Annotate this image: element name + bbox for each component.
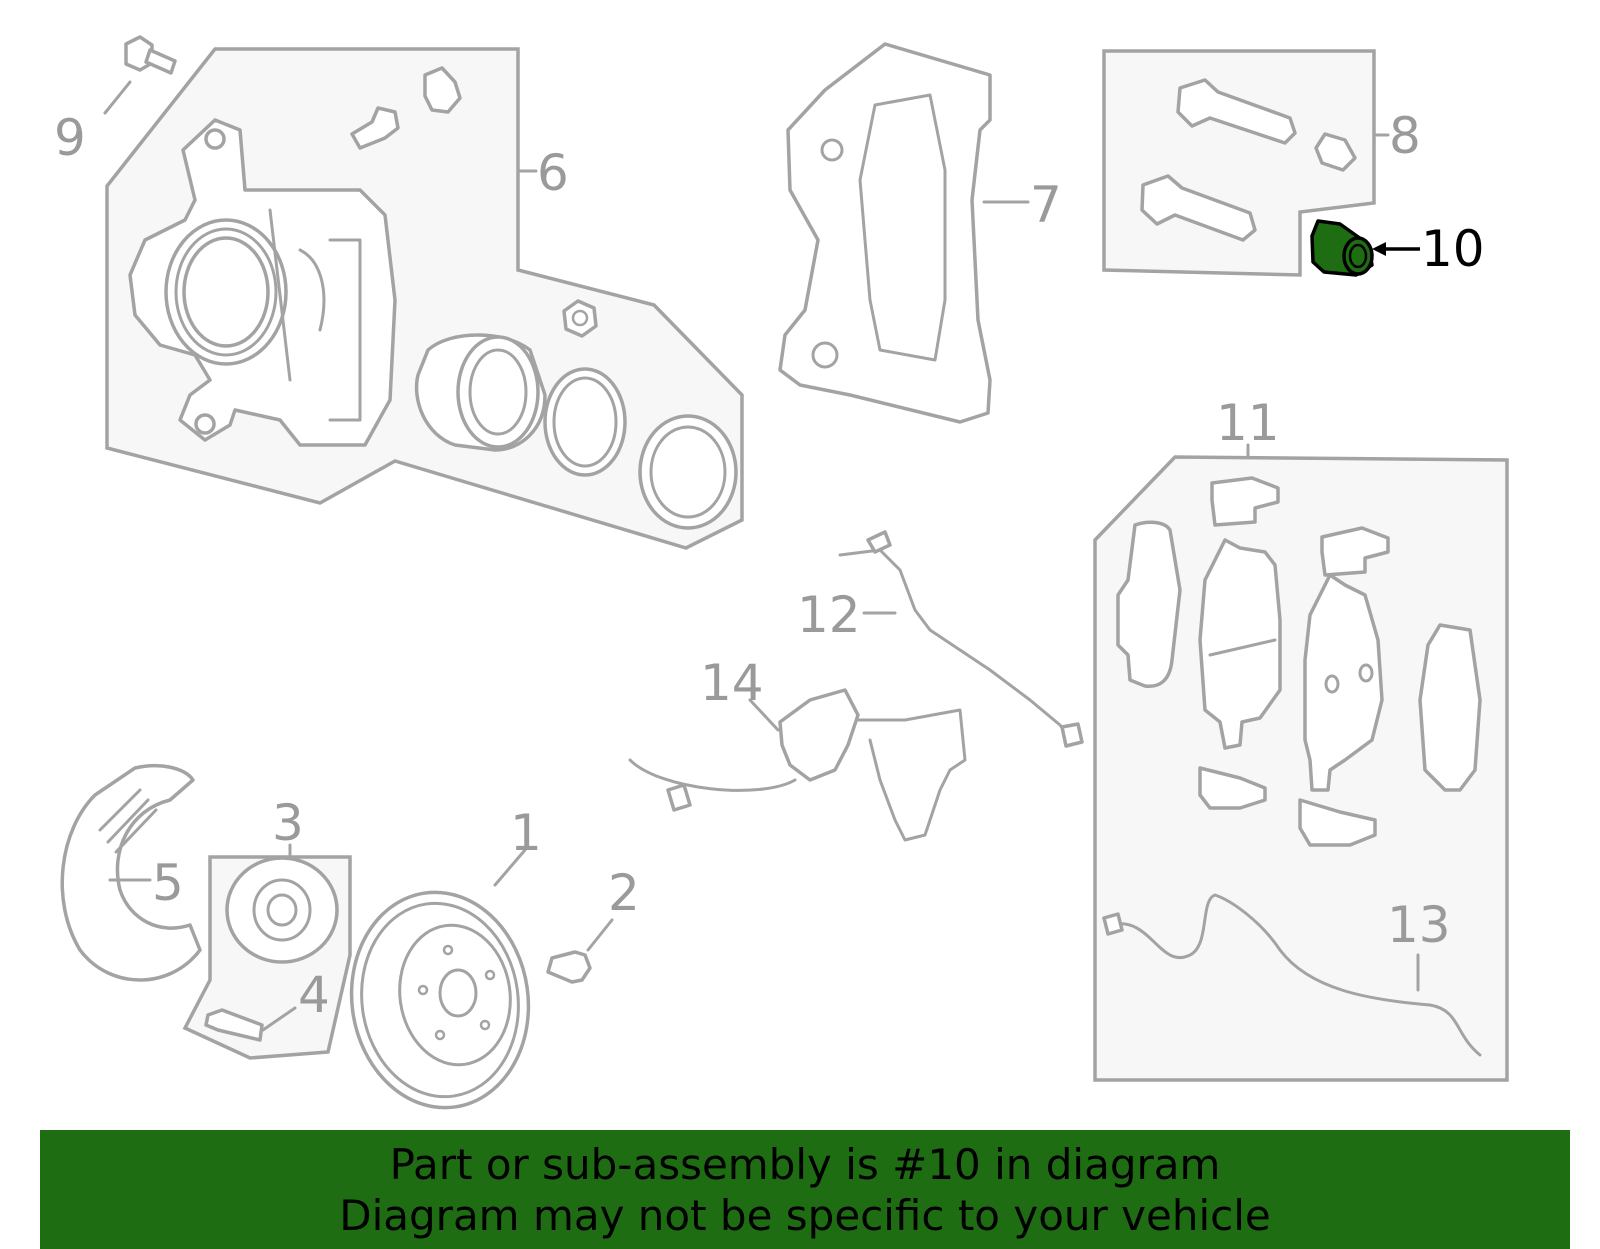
outer-brake-pad xyxy=(1303,573,1384,792)
callout-2: 2 xyxy=(608,864,640,922)
splash-shield-fins xyxy=(98,788,158,854)
caliper-nut-hole xyxy=(571,309,589,327)
rotor-friction-edge xyxy=(360,901,520,1099)
bracket-hole-1 xyxy=(820,138,844,162)
abutment-clip-3 xyxy=(1198,766,1267,810)
piston-boot xyxy=(638,414,738,530)
abs-sensor-14-connector xyxy=(666,783,692,812)
caliper-assembly-group-6: 6 xyxy=(105,47,744,550)
leader-2 xyxy=(586,918,614,952)
wear-sensor-12-clip xyxy=(866,530,892,554)
info-banner: Part or sub-assembly is #10 in diagram D… xyxy=(40,1130,1570,1249)
hub-flange xyxy=(225,856,339,964)
wheel-stud-4 xyxy=(204,1008,264,1042)
piston-seal xyxy=(543,367,627,477)
leader-10-arrow xyxy=(1372,242,1386,256)
caliper-bore-inner xyxy=(182,236,270,348)
abs-sensor-14: 14 xyxy=(628,654,967,842)
callout-12: 12 xyxy=(797,586,861,644)
wear-sensor-12: 12 xyxy=(797,530,1084,748)
bracket-7: 7 xyxy=(778,42,1062,424)
bolt-9: 9 xyxy=(54,35,177,167)
abutment-clip-2 xyxy=(1320,526,1390,577)
callout-4: 4 xyxy=(298,966,330,1024)
inner-pad-lining-line xyxy=(1208,638,1277,657)
pad-shim-right xyxy=(1418,623,1482,792)
guide-pin-2 xyxy=(1140,174,1257,242)
wear-sensor-13: 13 xyxy=(1102,893,1482,1057)
bushing-10-highlighted: 10 xyxy=(1310,219,1485,278)
leader-1 xyxy=(493,848,527,887)
caliper-mount-hole-top xyxy=(204,128,226,150)
hub-center xyxy=(252,878,312,942)
hub-bore xyxy=(266,893,298,927)
callout-14: 14 xyxy=(700,654,764,712)
hub-assembly-3: 3 4 xyxy=(182,794,352,1060)
piston-boot-inner xyxy=(649,425,727,519)
callout-13: 13 xyxy=(1387,896,1451,954)
bleeder-screw xyxy=(350,106,400,150)
screw-2: 2 xyxy=(546,864,640,984)
caliper-rib-3 xyxy=(268,208,292,382)
bracket-hole-2 xyxy=(811,341,839,369)
brake-pad-panel xyxy=(1093,455,1509,1082)
guide-pin-panel xyxy=(1102,49,1376,277)
info-banner-line-1: Part or sub-assembly is #10 in diagram xyxy=(389,1139,1221,1189)
abs-sensor-14-body xyxy=(778,688,860,782)
leader-9 xyxy=(103,80,132,115)
rotor-lug-hole-4 xyxy=(434,1029,446,1041)
caliper-rib-2 xyxy=(328,238,362,422)
callout-3: 3 xyxy=(272,794,304,852)
bleeder-cap xyxy=(423,66,462,114)
caliper-mount-hole-bottom xyxy=(194,413,216,435)
callout-8: 8 xyxy=(1389,107,1421,165)
piston-seal-inner xyxy=(552,376,618,468)
wear-sensor-12-connector xyxy=(1060,722,1084,748)
callout-6: 6 xyxy=(537,144,569,202)
caliper-bracket xyxy=(778,42,992,424)
abs-sensor-14-wire xyxy=(628,708,967,842)
brake-pad-kit-11: 11 xyxy=(1093,394,1509,1082)
wear-sensor-13-connector xyxy=(1102,912,1124,936)
caliper-piston-groove xyxy=(468,348,528,436)
splash-shield-5: 5 xyxy=(60,763,202,982)
callout-5: 5 xyxy=(152,854,184,912)
bracket-inner-window xyxy=(858,93,947,362)
guide-pin-1 xyxy=(1176,78,1297,145)
bushing-10-face xyxy=(1342,236,1374,276)
guide-pin-boot xyxy=(1314,132,1357,172)
rotor-hat xyxy=(398,923,512,1067)
callout-11: 11 xyxy=(1216,394,1280,452)
bolt-9-shaft xyxy=(144,48,177,75)
inner-brake-pad xyxy=(1198,538,1282,750)
rotor-lug-hole-2 xyxy=(484,969,496,981)
rotor-lug-hole-1 xyxy=(442,944,454,956)
rotor-center-bore xyxy=(438,968,478,1018)
rotor-lug-hole-3 xyxy=(479,1019,491,1031)
callout-9: 9 xyxy=(54,109,86,167)
abutment-clip-1 xyxy=(1210,476,1280,527)
caliper-rib-1 xyxy=(298,248,326,332)
wear-sensor-13-wire xyxy=(1110,893,1482,1057)
pad-shim-left xyxy=(1116,520,1182,689)
leader-14 xyxy=(748,698,780,732)
rotor-screw-2 xyxy=(546,950,592,984)
caliper-nut xyxy=(562,299,598,338)
callout-7: 7 xyxy=(1030,176,1062,234)
abutment-clip-4 xyxy=(1298,798,1377,847)
outer-pad-hole-2 xyxy=(1358,663,1374,683)
callout-10: 10 xyxy=(1421,220,1485,278)
leader-4 xyxy=(261,1006,297,1032)
guide-pin-kit-8: 8 xyxy=(1102,49,1421,277)
rotor-1: 1 xyxy=(349,804,542,1110)
rotor-lug-hole-5 xyxy=(417,984,429,996)
outer-pad-hole-1 xyxy=(1324,674,1340,694)
caliper-bore-ring xyxy=(174,227,278,357)
info-banner-line-2: Diagram may not be specific to your vehi… xyxy=(339,1190,1271,1240)
bushing-10-bore xyxy=(1348,243,1368,269)
splash-shield xyxy=(60,763,202,982)
callout-1: 1 xyxy=(510,804,542,862)
wear-sensor-12-wire xyxy=(838,548,1072,740)
